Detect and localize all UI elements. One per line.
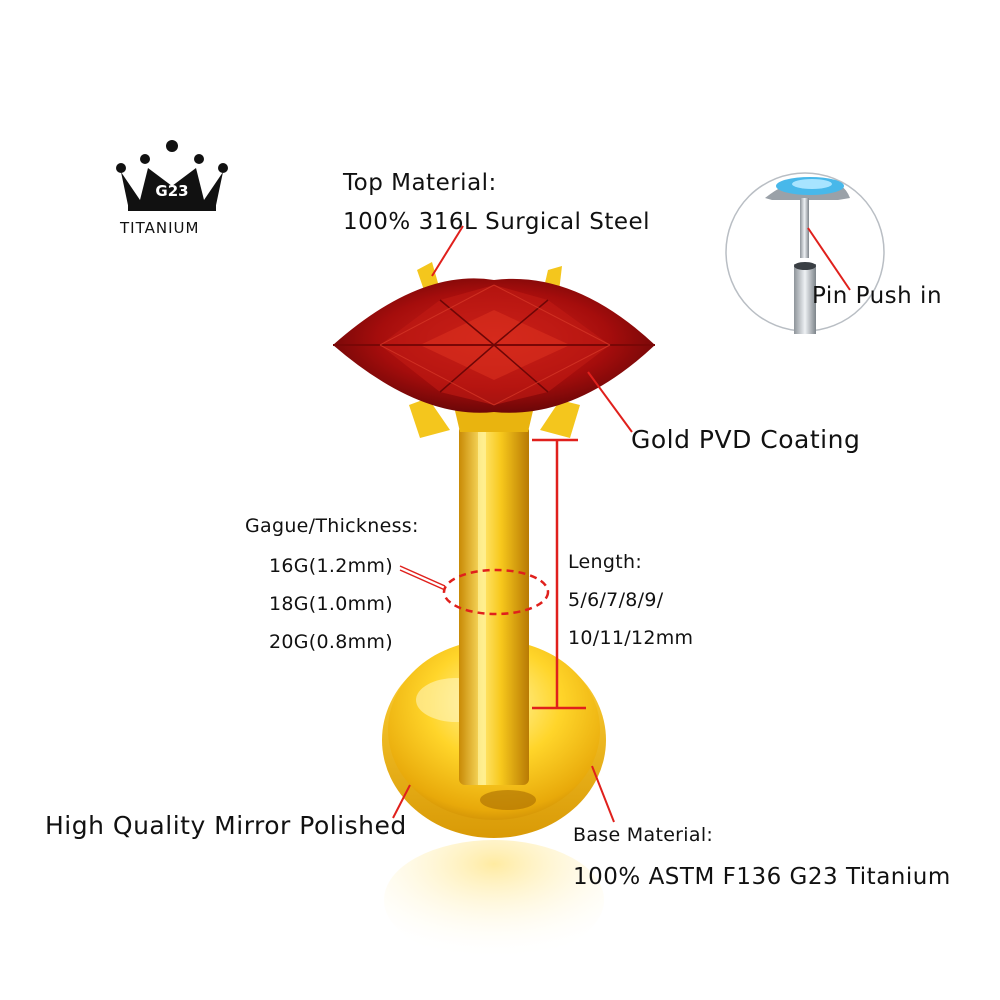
callout-polish bbox=[392, 784, 411, 819]
pin-push-inset bbox=[725, 172, 885, 334]
top-material-title: Top Material: bbox=[343, 170, 497, 196]
base-material-title: Base Material: bbox=[573, 824, 714, 846]
gauge-title: Gague/Thickness: bbox=[245, 515, 419, 537]
length-values-line1: 5/6/7/8/9/ bbox=[568, 589, 664, 611]
callout-top-material bbox=[431, 225, 464, 277]
callout-gauge-2 bbox=[399, 569, 446, 591]
crown-icon bbox=[116, 140, 228, 211]
callout-coating bbox=[587, 371, 633, 433]
callout-base-material bbox=[591, 765, 615, 823]
length-dimension bbox=[532, 438, 586, 710]
brand-material-label: TITANIUM bbox=[120, 219, 200, 237]
gauge-option-16g: 16G(1.2mm) bbox=[269, 555, 393, 577]
gauge-option-20g: 20G(0.8mm) bbox=[269, 631, 393, 653]
marquise-gem bbox=[333, 278, 655, 413]
top-material-value: 100% 316L Surgical Steel bbox=[343, 209, 651, 235]
length-values-line2: 10/11/12mm bbox=[568, 627, 694, 649]
length-title: Length: bbox=[568, 551, 643, 573]
gauge-marker bbox=[442, 568, 550, 616]
coating-label: Gold PVD Coating bbox=[631, 425, 861, 454]
callout-gauge bbox=[399, 565, 446, 587]
pin-push-label: Pin Push in bbox=[812, 283, 943, 309]
brand-grade-badge: G23 bbox=[155, 182, 189, 200]
disc-reflection bbox=[384, 840, 604, 960]
polish-label: High Quality Mirror Polished bbox=[45, 811, 407, 840]
post bbox=[459, 425, 529, 785]
base-material-value: 100% ASTM F136 G23 Titanium bbox=[573, 864, 951, 890]
gauge-option-18g: 18G(1.0mm) bbox=[269, 593, 393, 615]
